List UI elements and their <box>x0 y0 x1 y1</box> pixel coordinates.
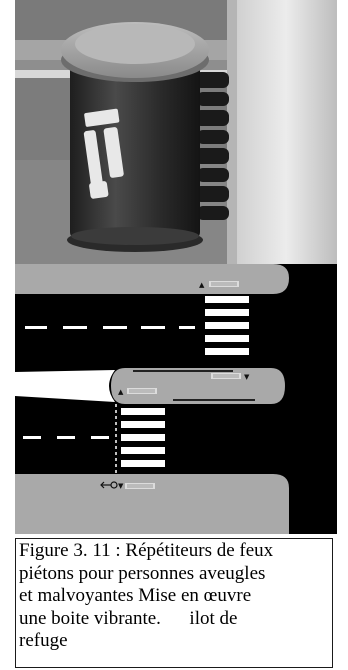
top-sidewalk <box>15 264 289 294</box>
svg-text:▼: ▼ <box>244 373 250 381</box>
caption-line: piétons pour personnes aveugles <box>19 563 329 586</box>
svg-text:▲: ▲ <box>199 281 205 289</box>
caption-line: refuge <box>19 630 329 653</box>
svg-text:▲: ▲ <box>118 388 124 396</box>
push-button-box-photo <box>15 0 337 264</box>
lane-markings-lower <box>23 436 109 439</box>
refuge-island <box>111 368 285 404</box>
svg-text:▼: ▼ <box>118 482 124 490</box>
caption-line: Figure 3. 11 : Répétiteurs de feux <box>19 540 329 563</box>
caption-line: et malvoyantes Mise en œuvre <box>19 585 329 608</box>
caption-line: une boite vibrante. ilot de <box>19 608 329 631</box>
refuge-island-diagram: ▲ ▼ ▲ ▼ <box>15 264 337 534</box>
figure-caption: Figure 3. 11 : Répétiteurs de feux piéto… <box>15 538 333 668</box>
